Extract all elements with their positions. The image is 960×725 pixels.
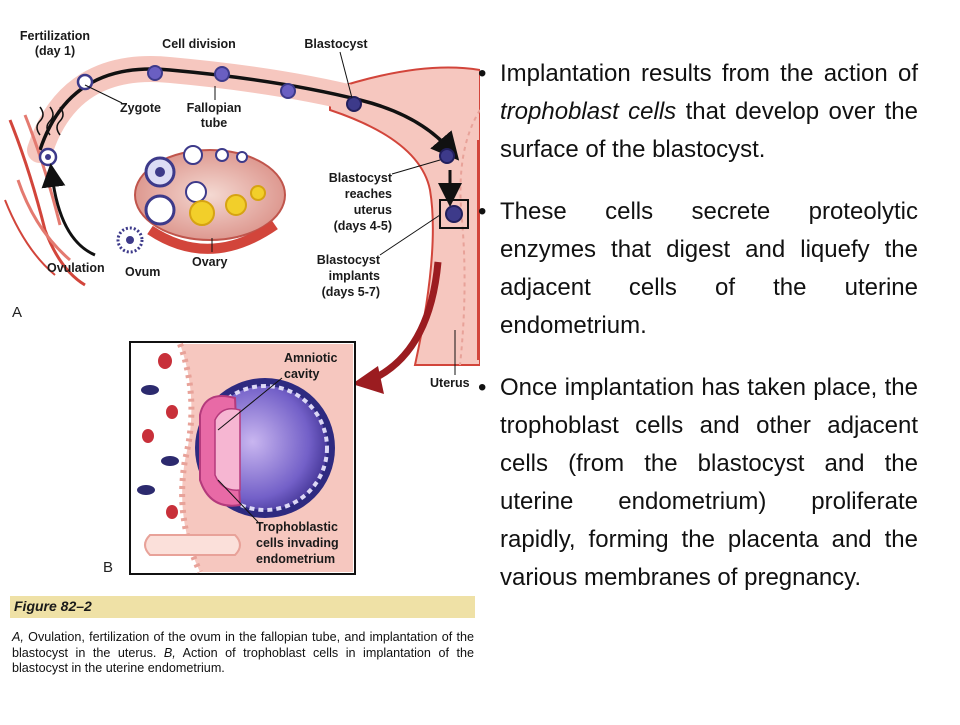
panel-label-a: A	[12, 304, 22, 321]
label-endometrium: endometrium	[256, 552, 335, 566]
label-uterus: Uterus	[430, 376, 470, 390]
label-ovulation: Ovulation	[47, 261, 105, 275]
bullet-text-part: Once implantation has taken place, the t…	[500, 374, 918, 591]
bullet-item: • Implantation results from the action o…	[478, 55, 918, 169]
label-blastocyst-implants-2: implants	[329, 269, 380, 283]
bullet-marker: •	[478, 60, 487, 87]
label-fertilization-day: (day 1)	[35, 44, 75, 58]
label-tube: tube	[201, 116, 227, 130]
embryo-stages	[76, 65, 469, 229]
figure-82-2: Fertilization (day 1) Cell division Blas…	[0, 0, 481, 720]
ovary	[134, 145, 286, 254]
reproduction-diagram: Fertilization (day 1) Cell division Blas…	[4, 29, 481, 576]
figure-caption: A, Ovulation, fertilization of the ovum …	[12, 630, 474, 677]
label-zygote: Zygote	[120, 101, 161, 115]
bullet-text-part: Implantation results from the action of	[500, 60, 918, 87]
bullet-text: These cells secrete proteolytic enzymes …	[500, 198, 918, 339]
bullet-marker: •	[478, 374, 487, 401]
label-cavity: cavity	[284, 367, 319, 381]
label-blastocyst-reaches-2: reaches	[345, 187, 392, 201]
ovum-and-ovulation	[36, 106, 144, 257]
caption-text-1: Ovulation, fertilization of the ovum in …	[12, 630, 474, 660]
bullet-text: Implantation results from the action of …	[500, 60, 918, 163]
bullet-item: • Once implantation has taken place, the…	[478, 369, 918, 597]
label-blastocyst-implants-3: (days 5-7)	[322, 285, 380, 299]
label-blastocyst-implants-1: Blastocyst	[317, 253, 381, 267]
label-blastocyst-reaches-4: (days 4-5)	[334, 219, 392, 233]
caption-a: A,	[12, 630, 24, 644]
caption-text-2: Action of trophoblast cells in implantat…	[12, 645, 474, 676]
label-ovum: Ovum	[125, 265, 160, 279]
bullet-text-part: that develop over the surface of the bla…	[500, 98, 918, 163]
fimbriae	[4, 114, 86, 287]
zoom-arrow	[352, 261, 442, 394]
label-cells-invading: cells invading	[256, 536, 339, 550]
label-trophoblastic: Trophoblastic	[256, 520, 338, 534]
bullet-text-italic: trophoblast cells	[500, 98, 677, 125]
panel-b-inset	[129, 341, 356, 575]
figure-title: Figure 82–2	[14, 598, 92, 614]
bullet-text-part: These cells secrete proteolytic enzymes …	[500, 198, 918, 339]
panel-label-b: B	[103, 559, 113, 576]
bullet-list: • Implantation results from the action o…	[478, 55, 918, 621]
panel-a-labels: Fertilization (day 1) Cell division Blas…	[12, 29, 470, 390]
label-blastocyst-reaches-1: Blastocyst	[329, 171, 393, 185]
bullet-item: • These cells secrete proteolytic enzyme…	[478, 193, 918, 345]
label-amniotic: Amniotic	[284, 351, 338, 365]
label-fertilization: Fertilization	[20, 29, 90, 43]
label-cell-division: Cell division	[162, 37, 236, 51]
label-blastocyst: Blastocyst	[304, 37, 368, 51]
bullet-marker: •	[478, 198, 487, 225]
leader-lines	[84, 51, 456, 375]
figure-title-bar: Figure 82–2	[10, 596, 475, 618]
bullet-text: Once implantation has taken place, the t…	[500, 374, 918, 591]
label-ovary: Ovary	[192, 255, 227, 269]
label-blastocyst-reaches-3: uterus	[354, 203, 392, 217]
label-fallopian: Fallopian	[187, 101, 242, 115]
caption-b: B,	[163, 645, 176, 660]
panel-b-labels: Amniotic cavity Trophoblastic cells inva…	[103, 351, 339, 576]
